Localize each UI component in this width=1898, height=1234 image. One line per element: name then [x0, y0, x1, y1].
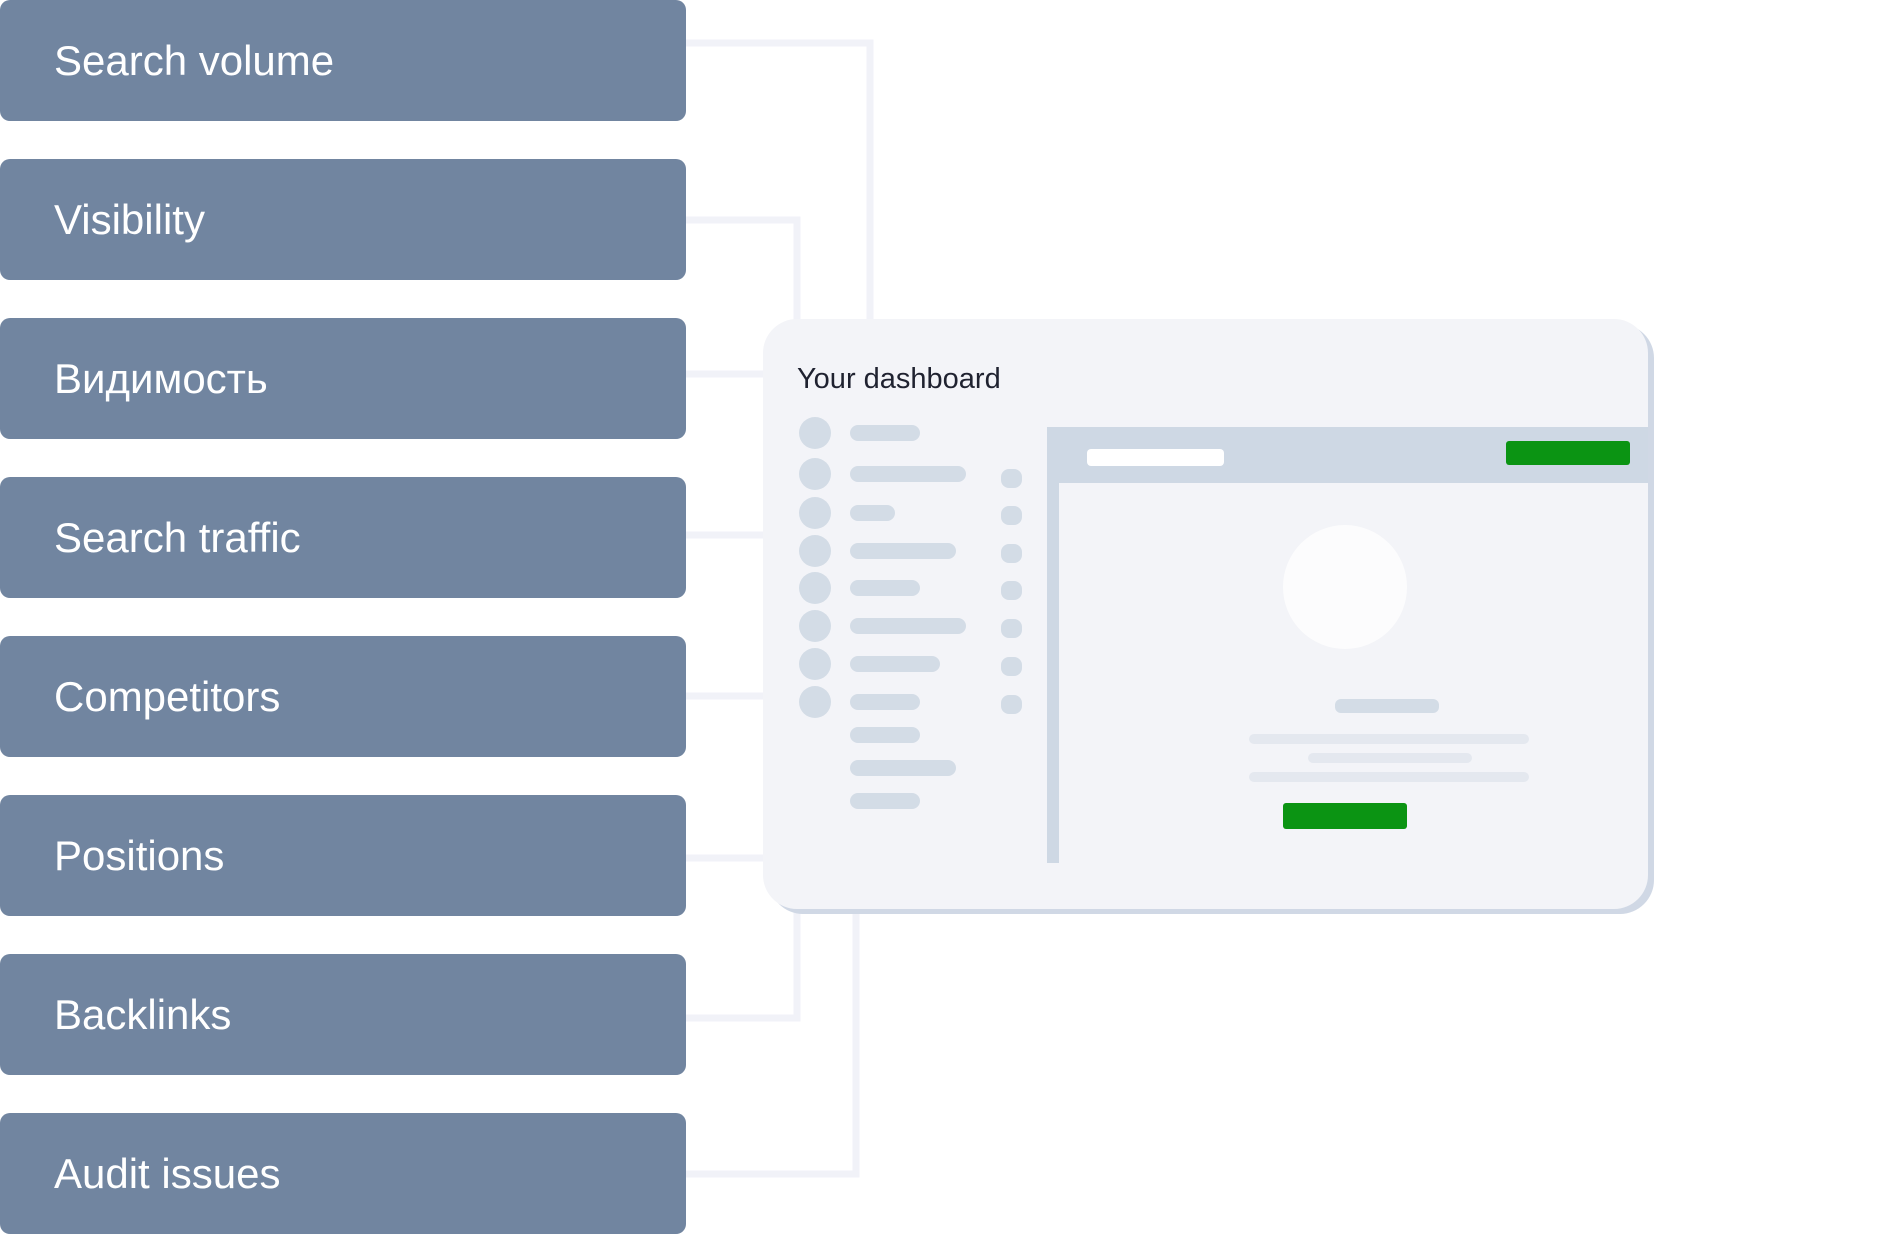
metric-label: Visibility [54, 195, 205, 243]
nav-avatar-placeholder [799, 610, 831, 642]
dashboard-window: Your dashboard [763, 319, 1648, 909]
nav-label-placeholder [850, 580, 920, 596]
nav-label-placeholder [850, 760, 956, 776]
empty-state-text-placeholder [1249, 772, 1529, 782]
panel-border [1047, 483, 1059, 863]
nav-avatar-placeholder [799, 417, 831, 449]
nav-badge-placeholder [1001, 469, 1022, 488]
nav-label-placeholder [850, 618, 966, 634]
nav-avatar-placeholder [799, 648, 831, 680]
nav-avatar-placeholder [799, 535, 831, 567]
dashboard-title: Your dashboard [797, 363, 1001, 395]
connector-backlinks [686, 912, 801, 1022]
nav-avatar-placeholder [799, 572, 831, 604]
metric-card-backlinks[interactable]: Backlinks [0, 954, 686, 1075]
metric-card-positions[interactable]: Positions [0, 795, 686, 916]
nav-label-placeholder [850, 543, 956, 559]
nav-badge-placeholder [1001, 657, 1022, 676]
nav-label-placeholder [850, 793, 920, 809]
metric-card-visibility[interactable]: Visibility [0, 159, 686, 280]
metric-card-search-volume[interactable]: Search volume [0, 0, 686, 121]
metric-label: Audit issues [54, 1149, 281, 1197]
nav-label-placeholder [850, 656, 940, 672]
metric-label: Видимость [54, 354, 268, 402]
metric-card-search-traffic[interactable]: Search traffic [0, 477, 686, 598]
nav-avatar-placeholder [799, 686, 831, 718]
empty-state-action-button[interactable] [1283, 803, 1407, 829]
connector-audit-issues [686, 912, 860, 1178]
nav-label-placeholder [850, 694, 920, 710]
empty-state-text-placeholder [1308, 753, 1472, 763]
nav-label-placeholder [850, 505, 895, 521]
empty-state-image-placeholder [1283, 525, 1407, 649]
metric-label: Backlinks [54, 990, 232, 1038]
nav-badge-placeholder [1001, 581, 1022, 600]
empty-state-heading-placeholder [1335, 699, 1439, 713]
metric-card-competitors[interactable]: Competitors [0, 636, 686, 757]
nav-badge-placeholder [1001, 506, 1022, 525]
nav-label-placeholder [850, 727, 920, 743]
nav-label-placeholder [850, 425, 920, 441]
metric-label: Competitors [54, 672, 281, 720]
nav-badge-placeholder [1001, 619, 1022, 638]
empty-state-text-placeholder [1249, 734, 1529, 744]
panel-header [1047, 427, 1648, 483]
metric-label: Positions [54, 831, 225, 879]
panel-action-button[interactable] [1506, 441, 1630, 465]
connector-search-volume [686, 39, 874, 323]
nav-avatar-placeholder [799, 458, 831, 490]
connector-visibility [686, 216, 801, 323]
metric-card-audit-issues[interactable]: Audit issues [0, 1113, 686, 1234]
nav-badge-placeholder [1001, 544, 1022, 563]
nav-label-placeholder [850, 466, 966, 482]
content-panel [1047, 427, 1648, 863]
metric-label: Search traffic [54, 513, 301, 561]
metric-label: Search volume [54, 36, 335, 84]
panel-title-placeholder [1087, 449, 1224, 466]
nav-badge-placeholder [1001, 695, 1022, 714]
metric-card-vidimost[interactable]: Видимость [0, 318, 686, 439]
nav-avatar-placeholder [799, 497, 831, 529]
